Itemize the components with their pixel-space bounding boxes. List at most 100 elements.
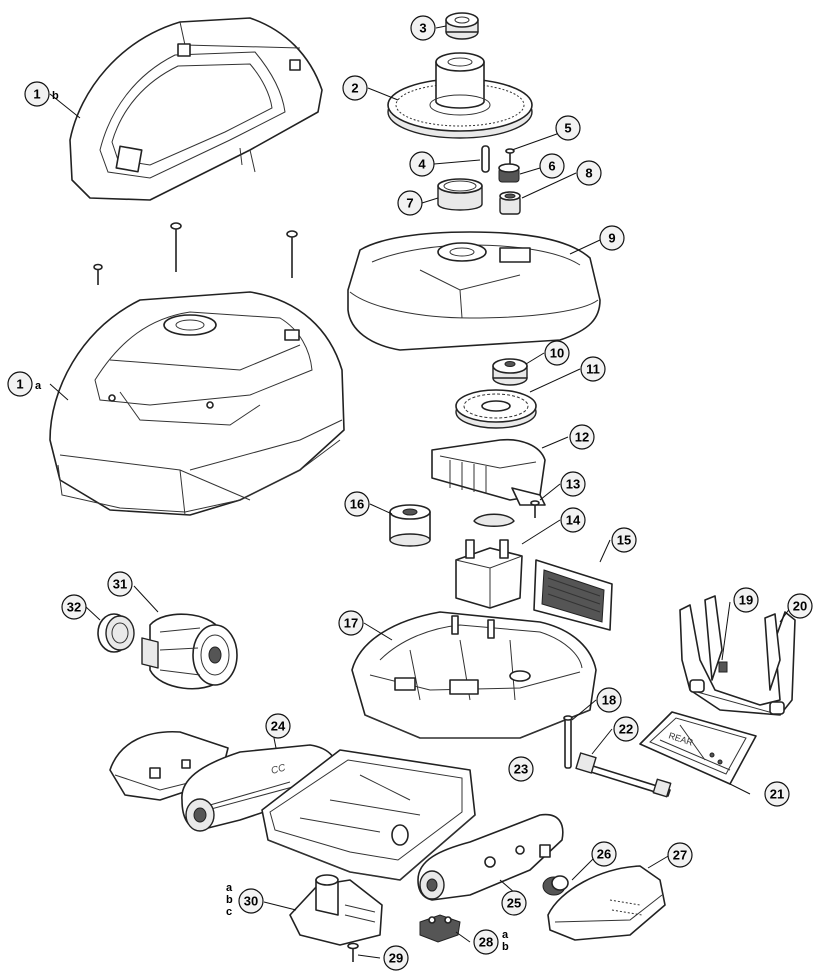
part-20-fork-bracket (679, 595, 796, 716)
part-1b-top-lid (69, 17, 323, 201)
callout-19: 19 (733, 587, 759, 613)
part-22-axle (575, 752, 672, 798)
svg-text:b: b (52, 90, 59, 102)
part-28-clip (419, 914, 461, 943)
svg-text:a: a (502, 929, 509, 941)
callout-12: 12 (569, 424, 595, 450)
part-7-collar (437, 178, 483, 211)
part-5-screw (505, 148, 515, 164)
part-16-cylinder (389, 504, 431, 547)
svg-text:28: 28 (479, 935, 493, 950)
svg-text:15: 15 (617, 533, 631, 548)
part-32-bearing (97, 613, 135, 653)
callout-8: 8 (576, 160, 602, 186)
part-14-motor-block (455, 513, 523, 609)
svg-text:10: 10 (550, 346, 564, 361)
svg-text:19: 19 (739, 593, 753, 608)
svg-text:9: 9 (608, 231, 615, 246)
part-10-pinion-gear (492, 358, 528, 386)
callout-9: 9 (599, 225, 625, 251)
callout-21: 21 (764, 781, 790, 807)
part-30-mount-bracket (289, 874, 383, 946)
callout-1b: 1 b (24, 81, 59, 107)
svg-text:b: b (226, 894, 233, 906)
part-9-motor-cover (347, 231, 601, 351)
part-29-screw (347, 942, 359, 962)
part-25-side-rail (417, 813, 564, 901)
svg-text:12: 12 (575, 430, 589, 445)
part-27-end-cap (547, 865, 666, 941)
svg-text:25: 25 (507, 896, 521, 911)
callout-7: 7 (397, 190, 423, 216)
callout-14: 14 (560, 507, 586, 533)
callout-10: 10 (544, 340, 570, 366)
svg-text:27: 27 (673, 848, 687, 863)
svg-text:a: a (226, 882, 233, 894)
callout-3: 3 (410, 15, 436, 41)
svg-text:4: 4 (418, 157, 426, 172)
callout-23: 23 (508, 756, 534, 782)
part-3-small-gear (445, 12, 479, 40)
part-8-bushing (499, 191, 521, 215)
callout-28: 28 a b (473, 929, 509, 955)
svg-text:22: 22 (619, 722, 633, 737)
svg-text:21: 21 (770, 787, 784, 802)
callout-20: 20 (787, 593, 813, 619)
part-4-pin (481, 145, 490, 173)
svg-text:7: 7 (406, 196, 413, 211)
callout-6: 6 (539, 153, 565, 179)
callout-25: 25 (501, 890, 527, 916)
svg-text:1: 1 (33, 87, 40, 102)
svg-text:2: 2 (351, 81, 358, 96)
svg-text:14: 14 (566, 513, 581, 528)
leader-lines (49, 25, 791, 959)
part-1a-main-housing (49, 291, 345, 516)
part-13-screw (530, 500, 540, 518)
svg-text:8: 8 (585, 166, 592, 181)
svg-text:30: 30 (244, 894, 258, 909)
part-19-screw (718, 661, 728, 673)
svg-text:a: a (35, 380, 42, 392)
callout-26: 26 (591, 841, 617, 867)
svg-text:11: 11 (586, 362, 600, 377)
part-24-side-rail: CC (181, 744, 337, 832)
callout-31: 31 (107, 571, 133, 597)
part-15-filter-screen (533, 559, 613, 631)
callout-30: 30 a b c (226, 882, 264, 918)
callouts: 1 b 1 a 2 3 4 5 6 7 (7, 15, 813, 971)
svg-text:3: 3 (419, 21, 426, 36)
cc-text: CC (270, 762, 288, 777)
callout-29: 29 (383, 945, 409, 971)
svg-text:29: 29 (389, 951, 403, 966)
callout-16: 16 (344, 491, 370, 517)
svg-text:23: 23 (514, 762, 528, 777)
svg-text:31: 31 (113, 577, 127, 592)
svg-text:1: 1 (16, 377, 23, 392)
callout-18: 18 (596, 687, 622, 713)
callout-17: 17 (338, 610, 364, 636)
part-21-rear-plate: REAR (639, 711, 757, 785)
callout-24: 24 (265, 713, 291, 739)
callout-5: 5 (555, 115, 581, 141)
callout-11: 11 (580, 356, 606, 382)
part-2-large-gear (387, 52, 533, 139)
svg-text:13: 13 (566, 477, 580, 492)
svg-text:17: 17 (344, 616, 358, 631)
part-18-rod (563, 715, 573, 769)
part-17-bottom-base (351, 611, 597, 739)
chassis-tray (261, 749, 476, 881)
svg-text:b: b (502, 941, 509, 953)
callout-2: 2 (342, 75, 368, 101)
callout-27: 27 (667, 842, 693, 868)
callout-4: 4 (409, 151, 435, 177)
part-6-pinion (498, 163, 520, 183)
lid-screws (93, 222, 298, 285)
part-31-pulley (141, 613, 238, 690)
svg-text:16: 16 (350, 497, 364, 512)
svg-text:c: c (226, 906, 232, 918)
callout-15: 15 (611, 527, 637, 553)
svg-text:24: 24 (271, 719, 286, 734)
svg-text:5: 5 (564, 121, 571, 136)
svg-text:18: 18 (602, 693, 616, 708)
